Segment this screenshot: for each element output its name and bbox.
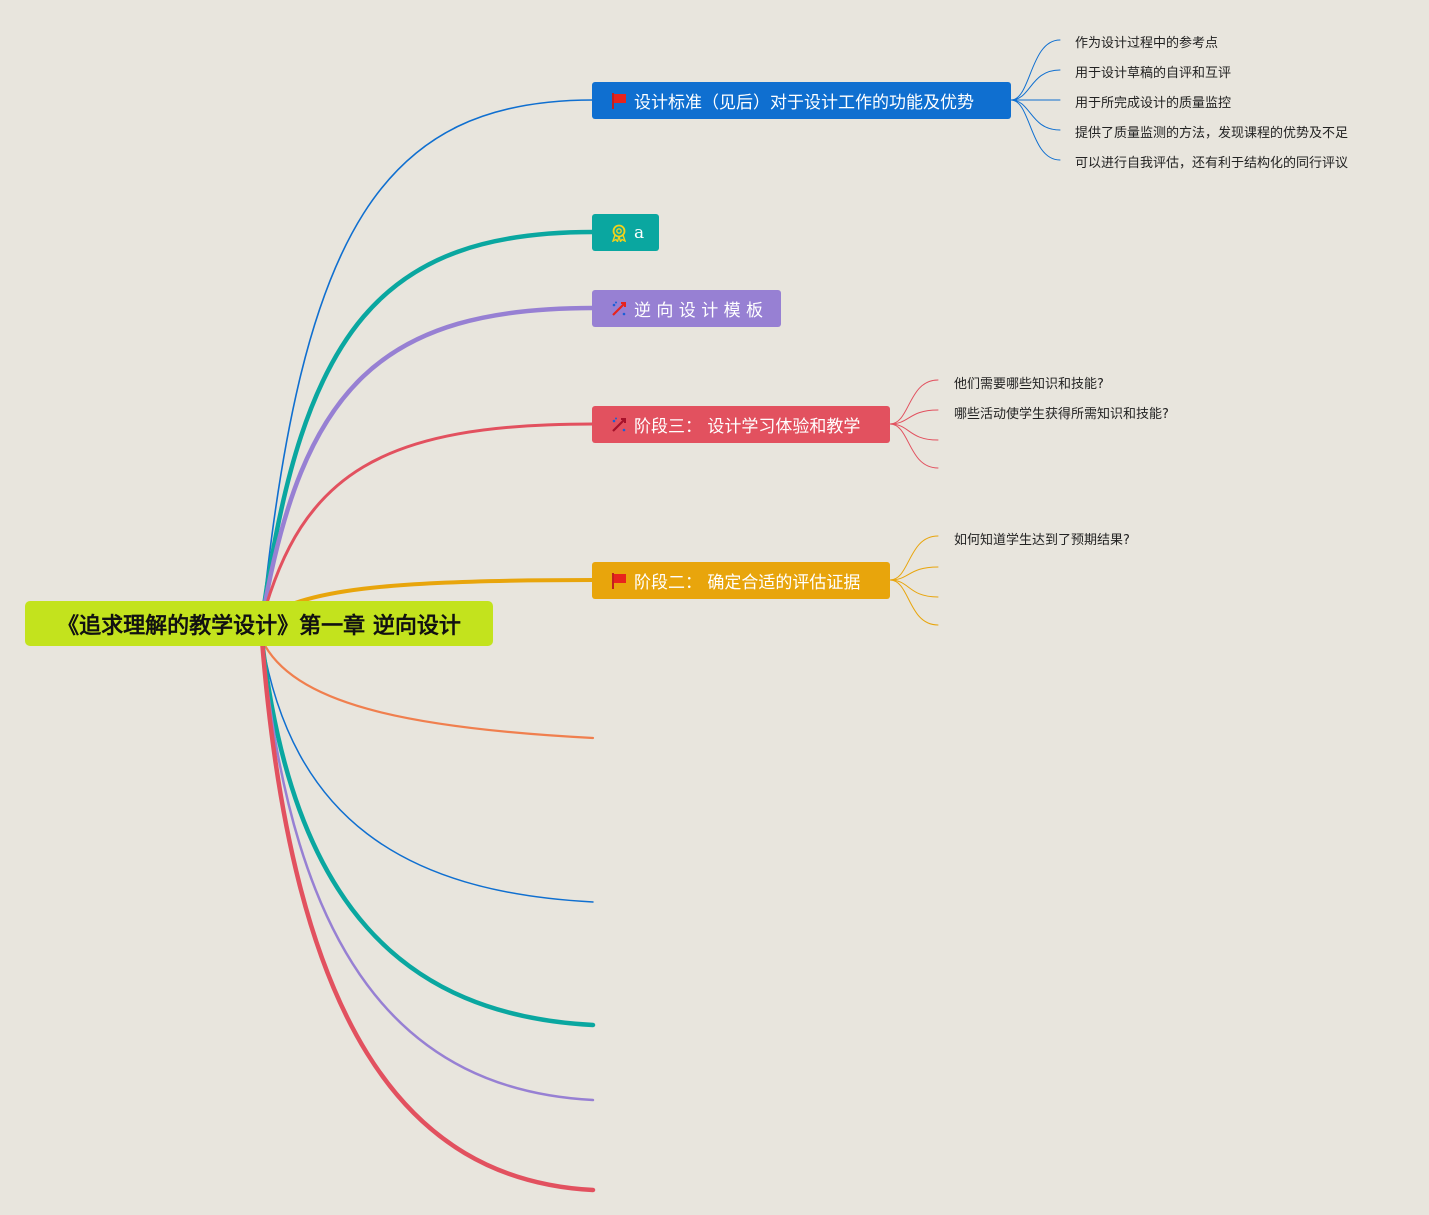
stage2-subconnector-3 <box>889 579 939 598</box>
connector-a <box>259 229 596 623</box>
subtopic-stage2-1[interactable]: 如何知道学生达到了预期结果? <box>954 533 1130 548</box>
stage2-subconnector-2 <box>889 566 939 581</box>
subtopic-stage3-2[interactable]: 哪些活动使学生获得所需知识和技能? <box>954 407 1169 422</box>
subtopic-standards-1[interactable]: 作为设计过程中的参考点 <box>1075 36 1219 51</box>
standards-subconnector-4 <box>1010 99 1061 131</box>
root-topic-label: 《追求理解的教学设计》第一章 逆向设计 <box>57 613 461 639</box>
stage3-subconnector-4 <box>889 423 939 469</box>
stage3-subconnector-2 <box>889 409 939 425</box>
stage2-subconnector-1 <box>889 535 939 581</box>
subtopic-stage3-1[interactable]: 他们需要哪些知识和技能? <box>954 377 1104 392</box>
topic-stage-two[interactable]: 阶段二： 确定合适的评估证据 <box>592 562 890 599</box>
collapsed-connector-4 <box>260 638 595 1102</box>
connector-template <box>259 305 596 623</box>
subtopic-standards-3[interactable]: 用于所完成设计的质量监控 <box>1075 96 1232 111</box>
topic-label: 逆 向 设 计 模 板 <box>634 301 764 321</box>
collapsed-connector-1 <box>260 638 595 740</box>
subtopic-standards-5[interactable]: 可以进行自我评估，还有利于结构化的同行评议 <box>1075 156 1349 171</box>
topic-a[interactable]: a <box>592 214 659 251</box>
topic-label: a <box>634 222 645 243</box>
standards-subconnector-2 <box>1010 69 1061 101</box>
topic-label: 阶段二： 确定合适的评估证据 <box>634 573 861 593</box>
connector-standards <box>261 99 594 621</box>
stage3-subconnector-3 <box>889 423 939 441</box>
collapsed-connector-3 <box>259 637 596 1028</box>
subtopic-standards-2[interactable]: 用于设计草稿的自评和互评 <box>1075 66 1232 81</box>
tools-icon <box>610 300 628 318</box>
tools-icon <box>610 416 628 434</box>
stage3-subconnector-1 <box>889 379 939 425</box>
connector-stage3 <box>260 422 595 622</box>
standards-subconnector-5 <box>1010 99 1061 161</box>
award-ribbon-icon <box>610 224 628 242</box>
topic-label: 阶段三： 设计学习体验和教学 <box>634 417 861 437</box>
topic-stage-three[interactable]: 阶段三： 设计学习体验和教学 <box>592 406 890 443</box>
stage2-subconnector-4 <box>889 579 939 626</box>
collapsed-connector-5 <box>259 637 596 1193</box>
root-topic[interactable]: 《追求理解的教学设计》第一章 逆向设计 <box>25 601 493 646</box>
red-flag-icon <box>610 572 628 590</box>
topic-backward-design-template[interactable]: 逆 向 设 计 模 板 <box>592 290 781 327</box>
red-flag-icon <box>610 92 628 110</box>
topic-design-standards[interactable]: 设计标准（见后）对于设计工作的功能及优势 <box>592 82 1011 119</box>
collapsed-connector-2 <box>261 639 594 903</box>
standards-subconnector-1 <box>1010 39 1061 101</box>
subtopic-standards-4[interactable]: 提供了质量监测的方法，发现课程的优势及不足 <box>1075 126 1349 141</box>
topic-label: 设计标准（见后）对于设计工作的功能及优势 <box>634 93 974 113</box>
